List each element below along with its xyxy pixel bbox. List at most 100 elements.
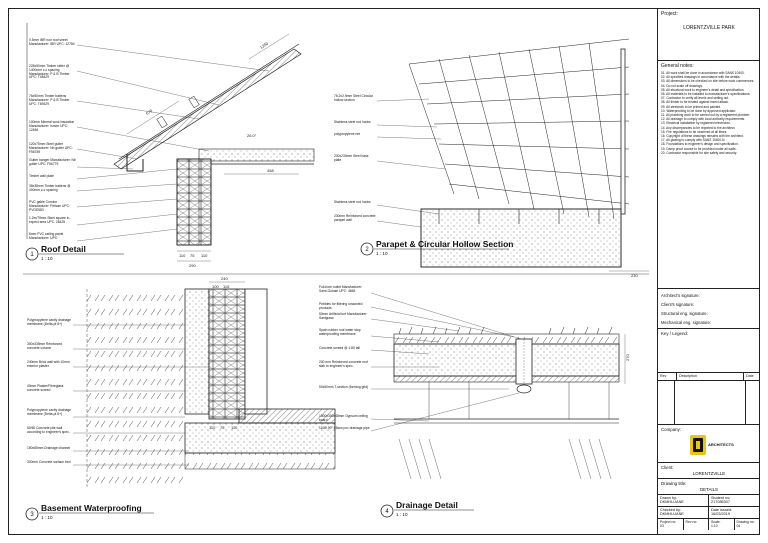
drain-label-8: 110Ø 90° Elbow pvc drainage pipe	[319, 426, 370, 430]
general-note: 09. All steelwork to be primed and paint…	[661, 104, 722, 109]
roof-label-4: 120x75mm Steel gutter Manufacturer: Nb g…	[29, 142, 73, 154]
drain-label-4: Concrete screed @ 1:80 fall	[319, 346, 360, 350]
drawing-title-cell: Drawing title: DETAILS	[658, 479, 760, 495]
drawing-sheet: 1250 670 26.0° 458 290 110 75 110	[8, 8, 760, 535]
roof-dim-4: 290	[189, 263, 196, 268]
view-3-title: Basement Waterproofing	[41, 503, 142, 513]
basement-dim-3: 110	[209, 425, 216, 430]
roof-dim-6: 75	[190, 253, 195, 258]
general-note: 01. All work shall be done in accordance…	[661, 71, 745, 75]
structural-signature: Structural eng. signature:	[661, 311, 708, 316]
company-cell: Company: ARCHITECTS	[658, 425, 760, 463]
rev-header-date: Date	[746, 374, 754, 378]
general-note: 02. All specified drawings in accordance…	[661, 75, 741, 80]
architect-signature: Architect's signature:	[661, 293, 700, 298]
view-3-scale: 1 : 10	[41, 515, 53, 520]
basement-label-3: 40mm Plaster/Fibreglass concrete screed	[27, 384, 64, 392]
view-1-scale: 1 : 10	[41, 256, 53, 261]
roof-dim-2: 26.0°	[247, 133, 257, 138]
project-no: 03	[660, 524, 664, 529]
parapet-label-5: 230mm Reinforced concrete parapet wall	[334, 214, 376, 222]
parapet-label-4: Stainless steel rod hooks	[334, 200, 371, 204]
revision-table: Rev Description Date	[658, 373, 760, 425]
student-no: 217085307	[711, 500, 731, 505]
checked-by: DKMHLUANE	[660, 512, 684, 517]
general-note: 19. Damp proof course to be provided und…	[661, 146, 737, 151]
parapet-label-3: 230x230mm Steel base plate	[334, 154, 369, 162]
drawing-number-grid: Project no: 03 Rev no: Scale: 1:10 Drawi…	[658, 519, 760, 530]
drain-dim-0: 270	[625, 354, 630, 361]
roof-dim-1: 670	[145, 108, 154, 116]
project-cell: Project: LORENTZVILLE PARK	[658, 9, 760, 61]
general-note: 13. Electrical installation by registere…	[661, 121, 731, 126]
view-2-title: Parapet & Circular Hollow Section	[376, 239, 513, 249]
mechanical-signature: Mechanical eng. signature:	[661, 320, 712, 325]
basement-dims: 240 100 115 110 75 110	[209, 276, 238, 430]
basement-dim-2: 115	[223, 284, 230, 289]
view-2-number: 2	[365, 247, 369, 253]
drain-label-6: 50x50mm T-section (forming grid)	[319, 385, 369, 389]
roof-label-5: Gutter hanger Manufacturer: Nb gutter UP…	[29, 158, 76, 166]
scale-value: 1:10	[711, 524, 718, 529]
rev-no-label: Rev no:	[685, 520, 698, 524]
roof-label-2: 76x50mm Timber battens Manufacturer: P &…	[29, 94, 70, 106]
roof-label-8: PVC gable Cornice Manufacturer: Pelican …	[29, 200, 70, 212]
basement-label-0: Polypropylene cavity drainage membrane (…	[27, 318, 71, 326]
basement-dim-0: 240	[221, 276, 228, 281]
drainage-drawing: 270	[370, 292, 630, 480]
roof-dims: 1250 670 26.0° 458 290 110 75 110	[145, 40, 275, 268]
general-note: 08. All timber to be treated against ins…	[661, 100, 729, 105]
drain-label-7: 1500x300x48mm Gypsum ceiling board	[319, 414, 368, 422]
basement-drawing	[73, 281, 336, 489]
roof-dim-0: 1250	[259, 40, 270, 49]
basement-dim-1: 100	[212, 284, 219, 289]
drawing-no-label: Drawing no:	[736, 520, 755, 524]
parapet-label-0: 76.2x2.9mm Steel Circular hollow section	[334, 94, 373, 102]
parapet-dim-0: 230	[631, 273, 638, 278]
general-note: 17. All glazing to comply with SANS 1040…	[661, 138, 726, 143]
view-2-scale: 1 : 10	[376, 251, 388, 256]
roof-label-10: 6mm PVC ceiling panel Manufacturer: UPC:	[29, 232, 64, 240]
view-2-marker	[360, 242, 374, 256]
detail-drawings: 1250 670 26.0° 458 290 110 75 110	[23, 23, 649, 521]
view-4-number: 4	[385, 509, 389, 515]
view-4-title: Drainage Detail	[396, 500, 458, 510]
basement-label-4: Polypropylene cavity drainage membrane (…	[27, 408, 71, 416]
basement-label-1: 300x335mm Reinforced concrete column	[27, 342, 63, 350]
general-note: 14. Any discrepancies to be reported to …	[661, 125, 736, 130]
drawing-title-label: Drawing title:	[661, 481, 687, 486]
drain-label-5: 200 mm Reinforced concrete roof slab to …	[319, 360, 368, 368]
company-logo: ARCHITECTS	[690, 435, 734, 455]
parapet-label-1: Stainless steel rod hooks	[334, 120, 371, 124]
general-notes-list: 01. All work shall be done in accordance…	[661, 71, 757, 155]
roof-dim-7: 110	[201, 253, 208, 258]
title-block: Project: LORENTZVILLE PARK General notes…	[657, 9, 760, 534]
project-name: LORENTZVILLE PARK	[683, 25, 735, 31]
general-notes-label: General notes:	[661, 63, 694, 69]
view-3-marker	[25, 507, 39, 521]
date-issued: 16/03/2019	[711, 512, 731, 517]
roof-label-6: Timber wall plate	[29, 174, 54, 178]
basement-label-6: 150x85mm Drainage channel	[27, 446, 71, 450]
basement-label-5: 50/60 Concrete pile wall according to en…	[27, 426, 70, 434]
general-note: 03. All dimensions to be checked on site…	[661, 79, 755, 84]
roof-label-7: 38x38mm Timber battens @ 400mm c-c spaci…	[29, 184, 71, 192]
drawing-no: 04	[736, 524, 741, 529]
general-note: 15. Fire regulations to be observed at a…	[661, 129, 728, 134]
general-note: 11. All plumbing work to be carried out …	[661, 113, 750, 118]
key-legend-cell: Key / Legend:	[658, 329, 760, 373]
date-issued-label: Date issued:	[711, 508, 733, 512]
drawing-area: 1250 670 26.0° 458 290 110 75 110	[9, 9, 657, 534]
view-4-marker	[380, 504, 394, 518]
client-signature: Client's signature:	[661, 302, 695, 307]
client-cell: Client: LORENTZVILLE	[658, 463, 760, 479]
general-note: 10. Waterproofing to be done by approved…	[661, 108, 737, 113]
drawing-info-grid: Drawn by: DKMHLUANE Student no: 21708530…	[658, 495, 760, 519]
parapet-drawing: 230	[376, 38, 649, 278]
roof-label-0: 0.5mm IBR iron roof sheet Manufacturer: …	[29, 38, 75, 46]
drain-label-3: Spain rubber roof water stop waterproofi…	[319, 328, 361, 336]
project-label: Project:	[661, 11, 678, 17]
view-1-marker	[25, 247, 39, 261]
general-notes-cell: General notes: 01. All work shall be don…	[658, 61, 760, 289]
logo-mark-icon	[690, 435, 706, 455]
